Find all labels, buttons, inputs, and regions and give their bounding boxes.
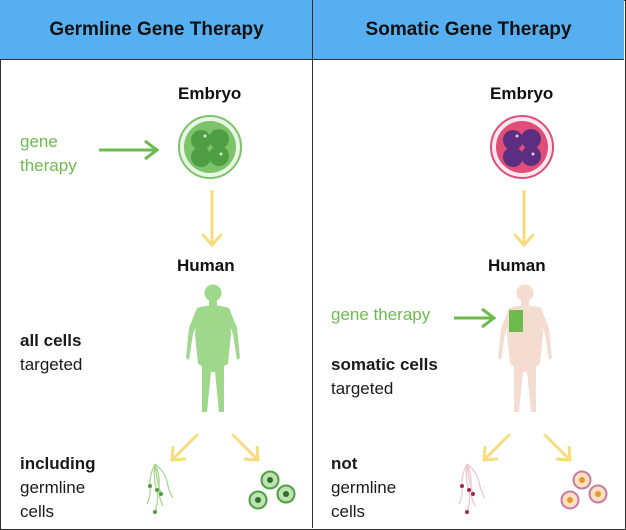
embryo-pink-icon: [490, 115, 554, 179]
right-human-label: Human: [488, 256, 546, 275]
gene-therapy-target-patch: [509, 310, 523, 332]
human-figure-skin-icon: [498, 284, 552, 412]
arrow-icon: [200, 190, 224, 248]
germline-header: Germline Gene Therapy: [0, 0, 313, 60]
arrow-icon: [454, 307, 497, 329]
arrow-icon: [512, 190, 536, 248]
right-embryo-label: Embryo: [490, 84, 554, 103]
somatic-header: Somatic Gene Therapy: [313, 0, 624, 60]
arrow-icon: [482, 432, 572, 462]
egg-cells-icon: [560, 470, 608, 510]
left-target-text: all cells targeted: [20, 331, 83, 374]
egg-cells-icon: [248, 470, 296, 510]
left-human-label: Human: [177, 256, 235, 275]
sperm-cells-icon: [458, 463, 486, 514]
right-target-text: somatic cells targeted: [331, 355, 438, 398]
right-germline-text: not germline cells: [331, 454, 397, 521]
sperm-cells-icon: [146, 463, 174, 514]
left-germline-text: including germline cells: [20, 454, 96, 521]
embryo-green-icon: [178, 115, 242, 179]
human-figure-green-icon: [186, 284, 240, 412]
right-gene-therapy-label: gene therapy: [331, 305, 431, 324]
left-embryo-label: Embryo: [178, 84, 242, 103]
arrow-icon: [170, 432, 260, 462]
left-gene-therapy-label: gene therapy: [20, 132, 77, 175]
arrow-icon: [99, 139, 160, 161]
column-divider: [312, 0, 313, 528]
